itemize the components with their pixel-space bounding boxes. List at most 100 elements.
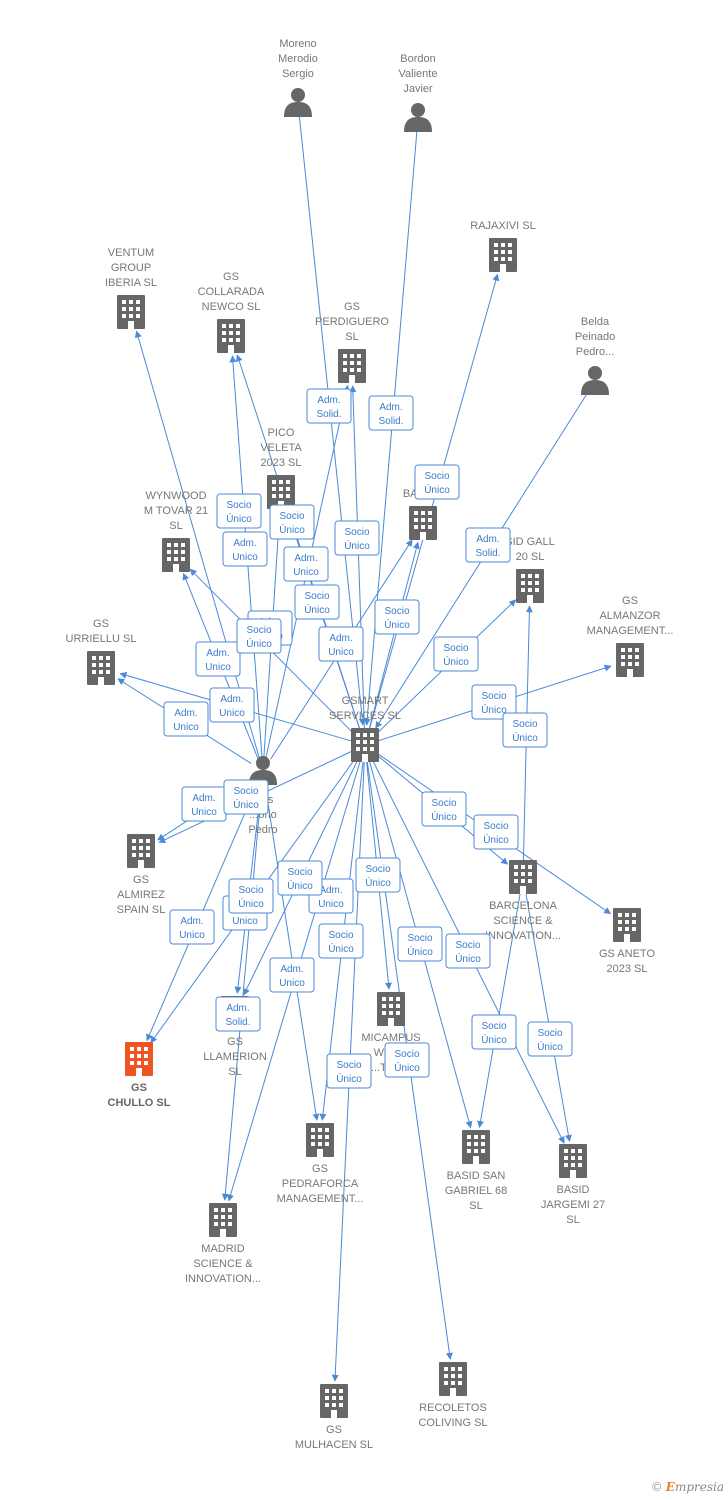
- node-label-moreno: Moreno: [279, 38, 316, 50]
- relation-badge[interactable]: Adm.Unico: [283, 546, 329, 582]
- relation-badge-box: [223, 779, 269, 815]
- relation-badge-text: Único: [279, 523, 305, 536]
- relation-badge[interactable]: Adm.Unico: [318, 626, 364, 662]
- relation-badge-text: Adm.: [220, 694, 243, 705]
- relation-badge-text: Socio: [424, 471, 449, 482]
- relation-badge[interactable]: Adm.Unico: [222, 531, 268, 567]
- relation-badge-box: [216, 493, 262, 529]
- relation-badge-text: Adm.: [233, 538, 256, 549]
- relation-badge-box: [228, 878, 274, 914]
- node-pedraforca[interactable]: GSPEDRAFORCAMANAGEMENT...: [277, 1123, 364, 1205]
- relation-badge[interactable]: Adm.Unico: [169, 909, 215, 945]
- building-icon-urriellu: [87, 651, 115, 685]
- building-icon-madrid: [209, 1203, 237, 1237]
- relation-badge-text: Único: [344, 539, 370, 552]
- relation-badge-text: Adm.: [294, 553, 317, 564]
- relation-badge[interactable]: Adm.Solid.: [306, 388, 352, 424]
- node-almanzor[interactable]: GSALMANZORMANAGEMENT...: [587, 595, 674, 677]
- relation-badge[interactable]: Adm.Solid.: [368, 395, 414, 431]
- relation-badge-text: Socio: [238, 885, 263, 896]
- node-rajaxivi[interactable]: RAJAXIVI SL: [470, 220, 536, 272]
- relation-badge[interactable]: Adm.Unico: [209, 687, 255, 723]
- relation-badge-text: Unico: [232, 916, 258, 927]
- relation-badge-text: Socio: [481, 691, 506, 702]
- relation-badge-text: Adm.: [476, 534, 499, 545]
- node-label-llamerion: SL: [228, 1066, 241, 1078]
- relation-badge[interactable]: Adm.Unico: [181, 786, 227, 822]
- relation-badge-box: [169, 909, 215, 945]
- node-label-urriellu: URRIELLU SL: [66, 633, 137, 645]
- node-belda[interactable]: BeldaPeinadoPedro...: [575, 316, 615, 395]
- node-label-mulhacen: MULHACEN SL: [295, 1439, 373, 1451]
- person-icon-belda: [581, 366, 609, 395]
- relation-badge[interactable]: Adm.Unico: [163, 701, 209, 737]
- node-label-almirez: GS: [133, 874, 149, 886]
- relation-badge-text: Adm.: [180, 916, 203, 927]
- relation-badge-box: [471, 684, 517, 720]
- relation-badge-box: [209, 687, 255, 723]
- relation-badge[interactable]: Adm.Solid.: [465, 527, 511, 563]
- relation-badge-text: Socio: [483, 821, 508, 832]
- relation-badge-text: Único: [512, 731, 538, 744]
- relation-badge-text: Solid.: [225, 1017, 250, 1028]
- building-icon-sidgall: [516, 569, 544, 603]
- edge-pedro-pedraforca: [264, 784, 320, 1121]
- relation-badge-text: Único: [455, 952, 481, 965]
- relation-badge-text: Único: [365, 876, 391, 889]
- building-icon-micampus: [377, 992, 405, 1026]
- relation-badge[interactable]: Adm.Solid.: [215, 996, 261, 1032]
- node-label-collarada: COLLARADA: [198, 286, 265, 298]
- node-label-recoletos: COLIVING SL: [418, 1417, 487, 1429]
- relation-badge[interactable]: Adm.Unico: [269, 957, 315, 993]
- footer-brand[interactable]: ©Empresia: [651, 1480, 724, 1494]
- brand-name: mpresia: [674, 1480, 724, 1494]
- building-icon-pico: [267, 475, 295, 509]
- relation-badge[interactable]: Adm.Unico: [195, 641, 241, 677]
- relation-badge-text: Único: [287, 879, 313, 892]
- node-label-perdiguero: GS: [344, 301, 360, 313]
